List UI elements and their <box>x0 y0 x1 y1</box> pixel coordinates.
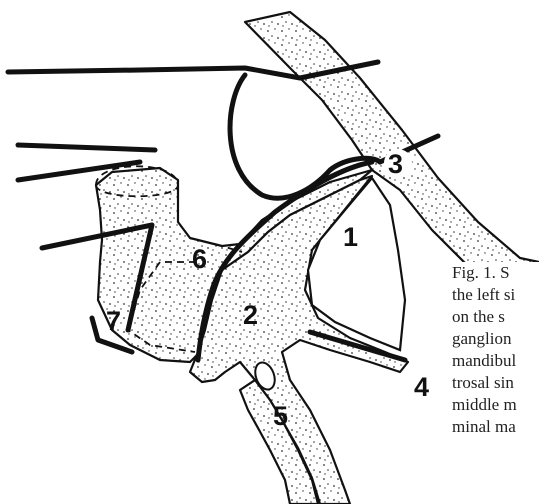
label-3: 3 <box>388 149 403 179</box>
caption-line: mandibul <box>452 350 539 372</box>
caption-line: on the s <box>452 306 539 328</box>
figure-caption: Fig. 1. S the left si on the s ganglion … <box>452 262 539 504</box>
caption-line: the left si <box>452 284 539 306</box>
caption-line: trosal sin <box>452 372 539 394</box>
caption-line: minal ma <box>452 416 539 438</box>
label-1: 1 <box>343 222 358 252</box>
label-6: 6 <box>192 244 207 274</box>
label-4: 4 <box>414 372 429 402</box>
label-5: 5 <box>273 401 288 431</box>
label-2: 2 <box>243 300 258 330</box>
caption-line: middle m <box>452 394 539 416</box>
label-7: 7 <box>106 306 121 336</box>
caption-line: Fig. 1. S <box>452 262 539 284</box>
nerve-mid-left-1 <box>18 145 155 150</box>
caption-line: ganglion <box>452 328 539 350</box>
